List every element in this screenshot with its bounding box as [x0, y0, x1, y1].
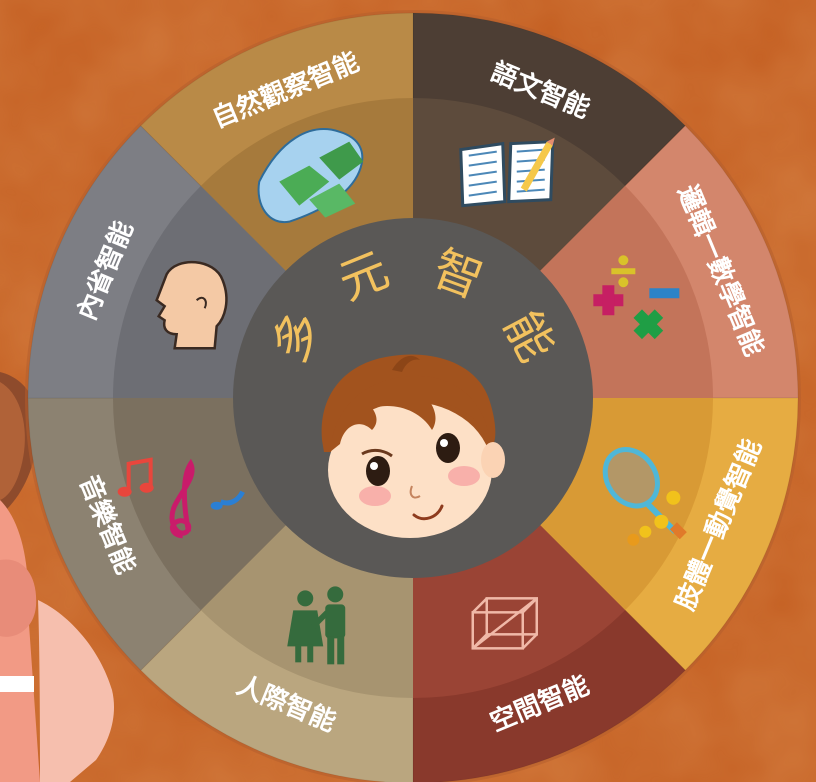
- music-notes-icon: [117, 457, 245, 539]
- landscape-icon: [257, 128, 364, 224]
- 3d-box-icon: [471, 597, 539, 650]
- math-symbols-icon: [593, 255, 680, 340]
- two-people-icon: [287, 586, 346, 665]
- child-face-illustration: [321, 354, 505, 538]
- segment-icons: [117, 128, 687, 665]
- head-profile-icon: [155, 260, 228, 350]
- open-book-icon: [459, 137, 555, 208]
- teacher-figure: [0, 372, 115, 782]
- tennis-racket-icon: [602, 447, 687, 546]
